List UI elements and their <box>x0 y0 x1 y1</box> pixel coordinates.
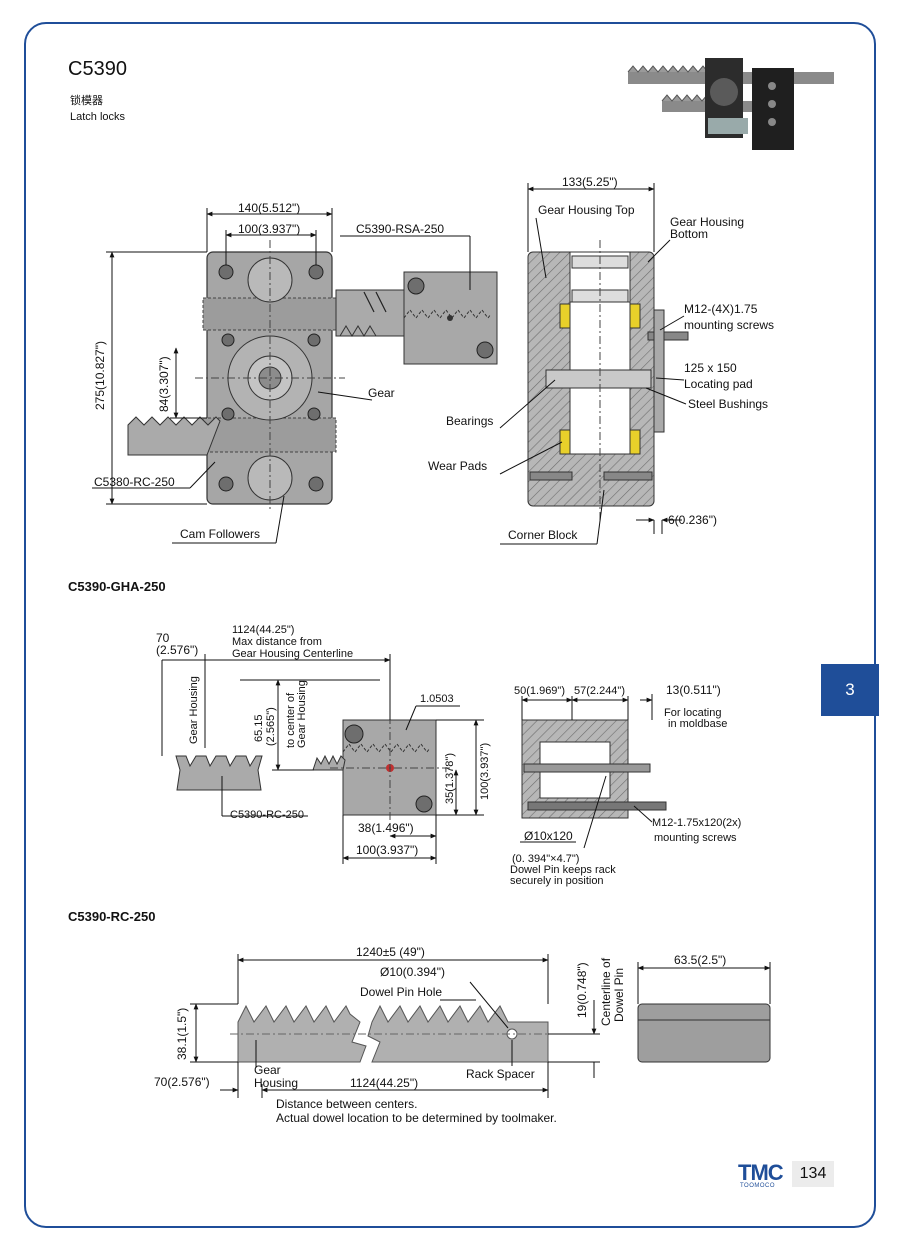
label-housing-top: Gear Housing Top <box>538 203 635 217</box>
gha-ref-10503: 1.0503 <box>420 693 454 705</box>
rc-centerline-2: Dowel Pin <box>612 968 626 1022</box>
brand-logo: TMC TOOMOCO <box>738 1160 784 1189</box>
gha-m12-2: mounting screws <box>654 832 737 844</box>
dim-rack-offset: 84(3.307") <box>157 356 171 412</box>
gha-dim-50: 50(1.969") <box>514 685 565 697</box>
label-pad-2: Locating pad <box>684 377 753 391</box>
gha-dim-6515-1: 65.15 <box>253 714 265 742</box>
dim-width-outer: 140(5.512") <box>238 201 300 215</box>
rc-dim-635: 63.5(2.5") <box>674 953 726 967</box>
gha-dim-100v: 100(3.937") <box>479 743 491 800</box>
section-tab[interactable]: 3 <box>821 664 879 716</box>
rc-section: C5390-RC-250 1240±5 (49") Ø10(0.394") Do… <box>68 909 771 1125</box>
rc-note-1: Distance between centers. <box>276 1097 417 1111</box>
product-photo <box>627 58 834 150</box>
dim-thickness: 6(0.236") <box>668 513 717 527</box>
dim-height: 275(10.827") <box>93 341 107 410</box>
gha-dim-13: 13(0.511") <box>666 683 721 697</box>
label-pad-1: 125 x 150 <box>684 361 737 375</box>
product-name-cn: 锁模器 <box>70 95 103 107</box>
gha-dim-35: 35(1.378") <box>444 753 456 804</box>
gha-dowel-4: securely in position <box>510 875 604 887</box>
dim-section-width: 133(5.25") <box>562 175 618 189</box>
section-view-drawing: 133(5.25") Gear Housing Top Gear Housing… <box>428 175 774 545</box>
label-cam-followers: Cam Followers <box>180 527 260 541</box>
gha-for-locating-1: For locating <box>664 707 721 719</box>
gha-for-locating-2: in moldbase <box>668 718 727 730</box>
label-housing-bottom-1: Gear Housing <box>670 215 744 229</box>
gha-dowel-2: (0. 394"×4.7") <box>512 853 579 865</box>
gha-to-center-2: Gear Housing <box>296 680 308 748</box>
gha-dim-57: 57(2.244") <box>574 685 625 697</box>
gha-to-center-1: to center of <box>285 692 297 748</box>
dim-width-inner: 100(3.937") <box>238 222 300 236</box>
gha-max-dist-2: Gear Housing Centerline <box>232 648 353 660</box>
gha-title: C5390-GHA-250 <box>68 579 166 594</box>
label-bushings: Steel Bushings <box>688 397 768 411</box>
gha-dowel-3: Dowel Pin keeps rack <box>510 864 616 876</box>
gha-dim-70-1: 70 <box>156 631 170 645</box>
front-view-drawing: 140(5.512") 100(3.937") 275(10.827") 84(… <box>92 201 498 544</box>
label-rack: C5380-RC-250 <box>94 475 175 489</box>
product-name-en: Latch locks <box>70 111 126 123</box>
rc-note-2: Actual dowel location to be determined b… <box>276 1111 557 1125</box>
rc-gear-2: Housing <box>254 1076 298 1090</box>
gha-dim-1124: 1124(44.25") <box>232 624 294 636</box>
gha-gear-housing: Gear Housing <box>188 676 200 744</box>
rc-dim-1124: 1124(44.25") <box>350 1076 418 1090</box>
rc-centerline-1: Centerline of <box>599 957 613 1026</box>
rc-dim-19: 19(0.748") <box>575 962 589 1018</box>
label-screws-2: mounting screws <box>684 318 774 332</box>
gha-max-dist-1: Max distance from <box>232 636 322 648</box>
page-frame <box>24 22 876 1228</box>
gha-label-rc: C5390-RC-250 <box>230 809 304 821</box>
page-number: 134 <box>792 1161 834 1187</box>
label-corner-block: Corner Block <box>508 528 578 542</box>
label-gear: Gear <box>368 386 395 400</box>
gha-m12-1: M12-1.75x120(2x) <box>652 817 741 829</box>
rc-rack-spacer: Rack Spacer <box>466 1067 535 1081</box>
rc-dim-70: 70(2.576") <box>154 1075 210 1089</box>
gha-dim-38: 38(1.496") <box>358 821 414 835</box>
rc-dim-length: 1240±5 (49") <box>356 945 425 959</box>
rc-gear-1: Gear <box>254 1063 281 1077</box>
label-bearings: Bearings <box>446 414 493 428</box>
rc-dim-hole: Ø10(0.394") <box>380 965 445 979</box>
rc-title: C5390-RC-250 <box>68 909 155 924</box>
label-screws-1: M12-(4X)1.75 <box>684 302 758 316</box>
gha-dim-6515-2: (2.565") <box>265 707 277 746</box>
label-rsa: C5390-RSA-250 <box>356 222 444 236</box>
rc-dowel-hole: Dowel Pin Hole <box>360 985 442 999</box>
label-housing-bottom-2: Bottom <box>670 227 708 241</box>
gha-dim-70-2: (2.576") <box>156 643 198 657</box>
model-title: C5390 <box>68 58 127 80</box>
label-wear-pads: Wear Pads <box>428 459 487 473</box>
gha-section: C5390-GHA-250 70 (2.576") 1124(44.25") <box>68 579 741 887</box>
rc-dim-381: 38.1(1.5") <box>175 1008 189 1060</box>
gha-dowel-1: Ø10x120 <box>524 829 573 843</box>
gha-dim-100h: 100(3.937") <box>356 843 418 857</box>
